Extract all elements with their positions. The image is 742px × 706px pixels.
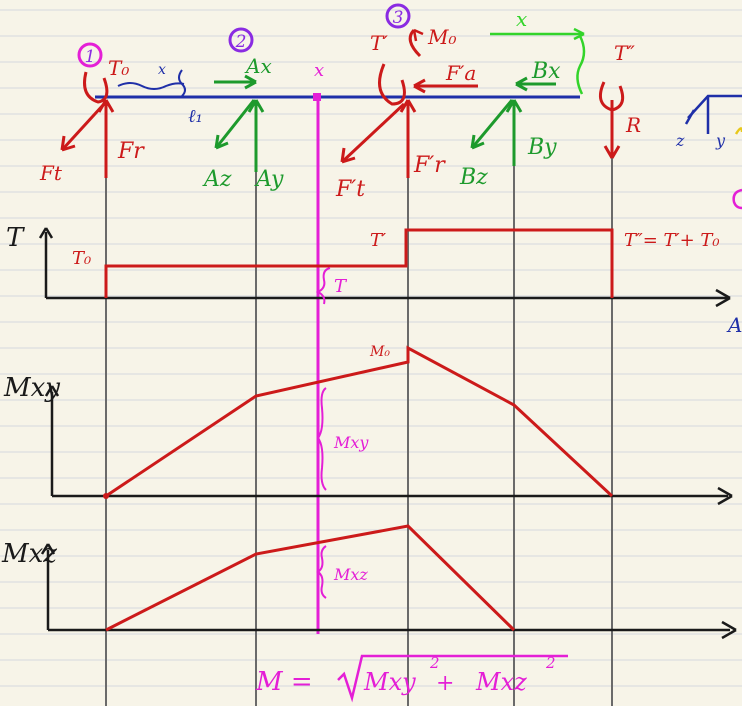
resultant-moment-formula: M = Mxy 2 + Mxz 2 (255, 654, 568, 703)
x-top-bracket (576, 35, 586, 95)
label-Fr: Fr (117, 139, 145, 164)
label-By: By (527, 135, 557, 160)
mxy-start-point (103, 493, 109, 499)
arrowhead-Ay (247, 99, 265, 113)
torque-label-T0: T₀ (72, 248, 91, 269)
edge-bracket (732, 188, 742, 210)
torque-T0-curl (83, 71, 109, 104)
arrowhead-Fr-prime (399, 99, 417, 113)
torque-Tprime-curl (378, 63, 406, 106)
arrowhead-By (505, 99, 523, 113)
torque-x-arrowhead (715, 288, 731, 308)
moment-M0-arrowhead (412, 28, 424, 42)
label-Ft: Ft (39, 161, 63, 185)
label-Fr-prime: F′r (413, 153, 446, 178)
support-2-circle (228, 27, 254, 53)
formula-term-mxz: Mxz (475, 668, 527, 696)
support-2-number: 2 (235, 32, 247, 52)
axes-triad-mark (734, 127, 742, 135)
mxy-y-arrowhead (44, 385, 60, 397)
mxz-profile (105, 524, 516, 632)
support-1-circle (77, 42, 103, 68)
support-3-number: 3 (393, 8, 404, 28)
label-Bz: Bz (459, 165, 488, 190)
arrowhead-Fr (97, 99, 115, 113)
label-x-top: x (516, 7, 527, 31)
label-R: R (625, 113, 641, 137)
projection-lines (105, 120, 613, 706)
arrow-Ft-prime (340, 102, 406, 164)
arrow-Bz (470, 99, 514, 149)
arrowhead-Ft-prime (340, 147, 356, 164)
torque-y-arrowhead (38, 227, 54, 239)
support-3-circle (385, 3, 411, 29)
mxz-section-label: Mxz (333, 565, 368, 584)
torque-diagram: T A T₀ T′ T T″= T′+ T₀ (6, 223, 742, 337)
mxy-brace (316, 387, 327, 491)
arrowhead-Fa-prime (413, 78, 426, 94)
label-section-x: x (314, 60, 324, 81)
torque-section-T: T (334, 276, 348, 297)
axes-label-y: y (715, 131, 726, 150)
label-l1: ℓ₁ (188, 106, 203, 127)
label-Ay: Ay (254, 167, 284, 192)
shaft-free-body: 1 2 3 T₀ Ft Fr x ℓ₁ Ax Az Ay x T′ (39, 3, 742, 634)
label-Ax: Ax (244, 54, 272, 78)
torque-axis-label: T (6, 223, 25, 253)
formula-plus: + (436, 671, 454, 696)
axes-triad-frame (687, 94, 742, 119)
mxz-brace (316, 545, 327, 599)
support-1-number: 1 (85, 47, 96, 67)
torque-label-Tprime: T′ (370, 230, 386, 251)
label-x-small: x (158, 62, 166, 78)
mxz-y-arrowhead (40, 543, 56, 555)
formula-square-1: 2 (429, 654, 440, 672)
formula-prefix: M = (255, 667, 313, 697)
moment-M0-curl (408, 28, 422, 58)
arrowhead-Bz (470, 134, 485, 150)
mxy-diagram: Mxy M₀ Mxy (3, 344, 733, 506)
axes-label-z: z (675, 131, 685, 150)
label-M0: M₀ (427, 25, 457, 49)
x-dimension-end (178, 69, 186, 97)
label-T-prime-top: T′ (370, 31, 388, 55)
mxy-profile (105, 345, 614, 498)
arrow-Az (214, 99, 256, 149)
arrowhead-Ft (60, 135, 76, 152)
label-T-double-prime: T″ (614, 41, 635, 65)
arrowhead-Bx (515, 76, 528, 92)
label-Fa-prime: F′a (445, 61, 476, 85)
formula-sqrt-sign (337, 654, 568, 703)
arrow-Ft (60, 102, 106, 152)
mxz-axis-label: Mxz (1, 539, 57, 569)
arrowhead-R (603, 145, 621, 159)
label-Bx: Bx (531, 59, 561, 84)
axes-triad-z (684, 109, 696, 125)
mxy-x-arrowhead (717, 486, 733, 506)
edge-label-A: A (726, 313, 742, 337)
label-Az: Az (202, 167, 232, 192)
x-dimension-wave (117, 82, 185, 90)
formula-term-mxy: Mxy (363, 668, 416, 696)
mxy-axis-label: Mxy (3, 373, 60, 403)
mxz-diagram: Mxz Mxz (1, 524, 737, 640)
label-T0: T₀ (108, 56, 129, 80)
torque-equation: T″= T′+ T₀ (624, 230, 720, 251)
mxy-section-label: Mxy (333, 433, 369, 452)
torque-brace (315, 267, 331, 305)
mxz-x-arrowhead (721, 620, 737, 640)
torque-profile (104, 228, 614, 298)
formula-square-2: 2 (545, 654, 556, 672)
arrowhead-Ax (244, 74, 257, 90)
arrowhead-Az (214, 134, 229, 150)
mxy-label-M0: M₀ (369, 344, 390, 360)
notebook-ruling (0, 9, 742, 687)
label-Ft-prime: F′t (335, 177, 365, 202)
